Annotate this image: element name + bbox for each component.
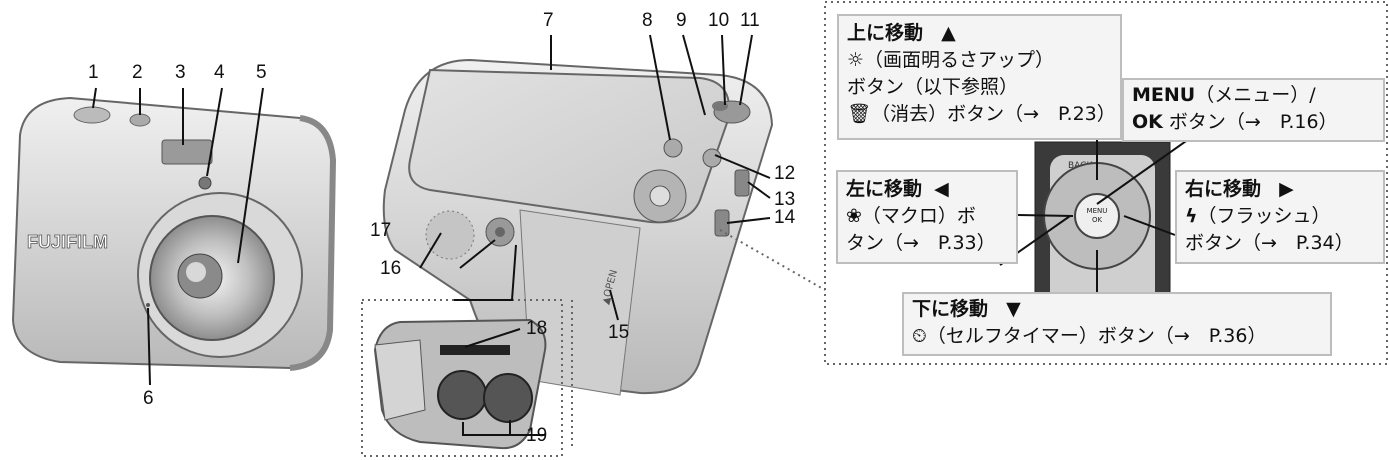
callout-menu-line1: （メニュー）/ [1195,84,1316,106]
callout-number-14: 14 [774,207,796,228]
battery-inset-frame [361,299,563,457]
callout-left: 左に移動 ◀ ❀（マクロ）ボ タン（→ P.33） [836,170,1018,264]
callout-down-title: 下に移動 [912,298,989,320]
callout-number-17: 17 [370,220,392,241]
self-timer-icon: ⏲ [912,325,927,347]
display-button [702,148,722,168]
memory-card-slot [440,345,510,355]
callout-right-title: 右に移動 [1185,178,1262,200]
playback-button [663,138,683,158]
brand-logo: FUJIFILM [27,232,108,252]
callout-up-line1: （画面明るさアップ） [864,49,1055,71]
callout-menu-line2: ボタン（→ P.16） [1168,111,1338,133]
callout-right-line2: ボタン（→ P.34） [1185,232,1354,254]
callout-number-1: 1 [88,62,99,83]
callout-left-line2: タン（→ P.33） [846,232,996,254]
camera-back [382,58,774,396]
brightness-icon: ☼ [847,49,865,71]
flash-window [161,139,213,165]
arrow-up-icon: ▲ [941,22,956,44]
callout-number-8: 8 [642,10,653,31]
camera-front [11,96,337,371]
flash-icon: ϟ [1185,205,1198,227]
macro-icon: ❀ [846,205,862,227]
trash-icon: 🗑 [847,103,872,125]
callout-up: 上に移動 ▲ ☼（画面明るさアップ） ボタン（以下参照） 🗑（消去）ボタン（→ … [837,14,1122,140]
callout-number-12: 12 [774,163,796,184]
callout-number-6: 6 [143,388,154,409]
callout-menu-ok: MENU（メニュー）/ OK ボタン（→ P.16） [1122,78,1385,142]
battery-left [437,370,487,420]
callout-number-10: 10 [708,10,730,31]
battery-right [483,373,533,423]
arrow-right-icon: ▶ [1279,178,1294,200]
callout-number-16: 16 [380,258,402,279]
speaker [425,210,475,260]
svg-text:OK: OK [1092,216,1103,224]
callout-number-15: 15 [608,322,630,343]
callout-number-4: 4 [214,62,225,83]
callout-right-line1: （フラッシュ） [1197,205,1331,227]
usb-av-connector [714,209,730,237]
callout-number-18: 18 [526,318,548,339]
callout-number-13: 13 [774,189,796,210]
callout-left-line1: （マクロ）ボ [861,205,976,227]
strap-eyelet [734,169,750,197]
power-button [129,113,151,127]
callout-number-9: 9 [676,10,687,31]
battery-compartment [373,318,547,450]
callout-number-2: 2 [132,62,143,83]
menu-key-label: MENU [1132,84,1196,106]
callout-up-title: 上に移動 [847,22,924,44]
ok-key-label: OK [1132,111,1163,133]
arrow-down-icon: ▼ [1006,298,1021,320]
microphone [146,303,150,307]
callout-number-7: 7 [543,10,554,31]
callout-up-line2: ボタン（以下参照） [847,76,1019,98]
shutter-button [73,106,111,124]
callout-number-11: 11 [740,10,760,31]
callout-number-5: 5 [256,62,267,83]
callout-up-line3: （消去）ボタン（→ P.23） [871,103,1116,125]
af-lamp [198,176,212,190]
svg-text:MENU: MENU [1087,207,1108,215]
callout-number-19: 19 [526,425,548,446]
callout-down-line1: （セルフタイマー）ボタン（→ P.36） [926,325,1267,347]
menu-ok-button [1074,193,1120,239]
callout-left-title: 左に移動 [846,178,923,200]
callout-down: 下に移動 ▼ ⏲（セルフタイマー）ボタン（→ P.36） [902,292,1332,356]
callout-right: 右に移動 ▶ ϟ（フラッシュ） ボタン（→ P.34） [1175,170,1385,264]
arrow-left-icon: ◀ [934,178,949,200]
callout-number-3: 3 [175,62,186,83]
